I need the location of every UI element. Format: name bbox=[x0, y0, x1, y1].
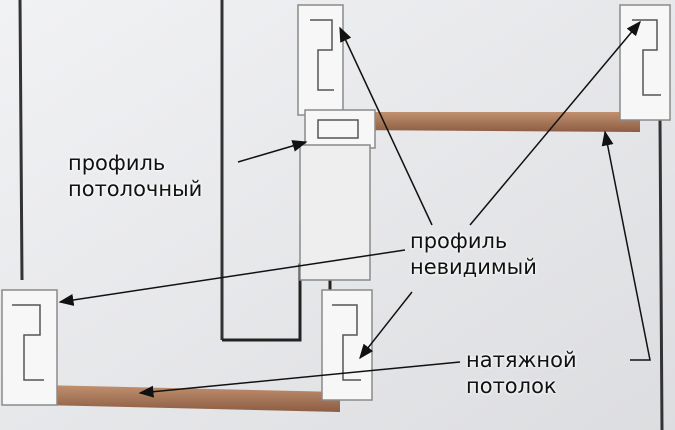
invisible-profile-right bbox=[619, 4, 671, 121]
label-ceiling-profile-line1: профиль bbox=[68, 151, 166, 175]
arrow-invisible-top-left bbox=[339, 26, 433, 226]
label-invisible-profile: профиль невидимый bbox=[410, 228, 537, 280]
stretch-film-bottom bbox=[40, 385, 340, 412]
wall-line-right bbox=[658, 119, 664, 430]
arrow-invisible-top-right bbox=[469, 20, 641, 226]
label-ceiling-profile: профиль потолочный bbox=[68, 150, 202, 202]
label-stretch-ceiling-line1: натяжной bbox=[466, 348, 577, 372]
invisible-profile-middle bbox=[321, 289, 373, 401]
stretch-film-top bbox=[350, 112, 640, 132]
label-stretch-ceiling-line2: потолок bbox=[466, 374, 557, 398]
arrow-ceiling-profile bbox=[237, 140, 308, 163]
arrow-invisible-middle bbox=[359, 291, 413, 360]
label-ceiling-profile-line2: потолочный bbox=[68, 177, 203, 201]
label-stretch-ceiling: натяжной потолок bbox=[466, 347, 577, 399]
arrow-invisible-left bbox=[58, 249, 406, 306]
arrow-stretch-left bbox=[138, 361, 461, 398]
wall-line-left bbox=[18, 0, 24, 281]
arrow-stretch-right bbox=[601, 130, 651, 361]
invisible-profile-left bbox=[1, 289, 58, 406]
label-invisible-profile-line2: невидимый bbox=[410, 255, 537, 279]
label-invisible-profile-line1: профиль bbox=[410, 229, 508, 253]
